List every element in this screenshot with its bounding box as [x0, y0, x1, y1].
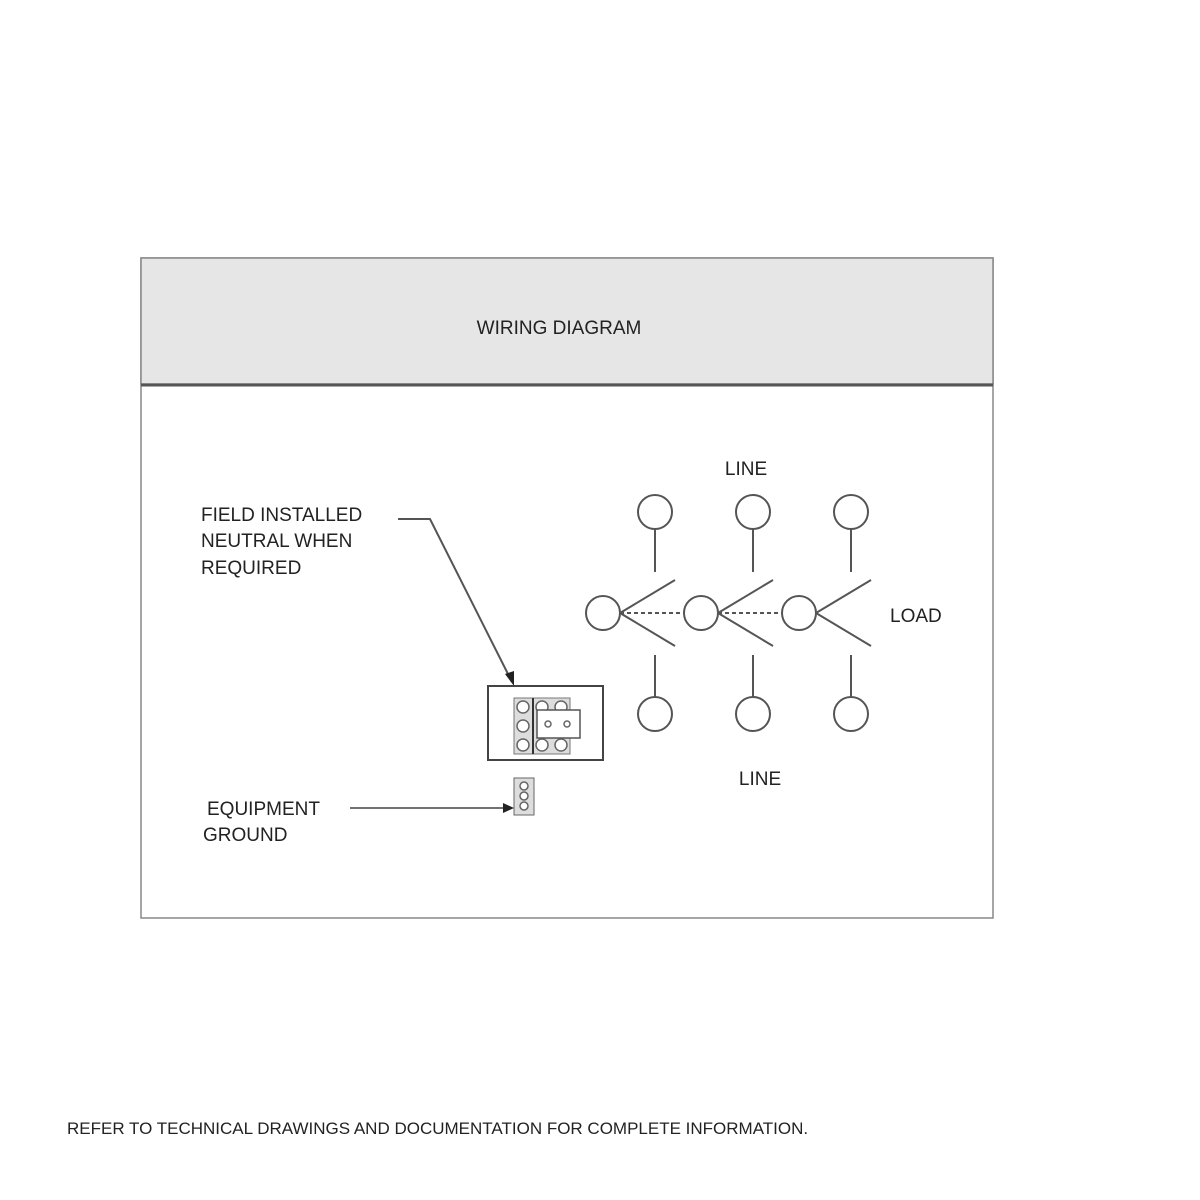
line-terminal-bottom [637, 696, 673, 732]
switch-blade-lower [619, 612, 676, 647]
switch-blade-upper [717, 579, 774, 614]
line-bottom-label: LINE [739, 769, 781, 790]
ground-arrowhead [503, 803, 514, 813]
ground-label-2: GROUND [203, 825, 287, 846]
switch-blade-upper [815, 579, 872, 614]
line-terminal-bottom [735, 696, 771, 732]
diagram-title: WIRING DIAGRAM [477, 318, 642, 339]
neutral-label-1: FIELD INSTALLED [201, 505, 362, 526]
neutral-label-3: REQUIRED [201, 558, 301, 579]
line-top-label: LINE [725, 459, 767, 480]
neutral-arrowhead [505, 671, 514, 686]
terminal-screw [516, 719, 530, 733]
ground-label-1: EQUIPMENT [207, 799, 320, 820]
header-band [140, 257, 994, 385]
diagram-frame: WIRING DIAGRAM [140, 257, 994, 919]
terminal-screw [516, 700, 530, 714]
terminal-screw [516, 738, 530, 752]
neutral-terminal-block [487, 685, 604, 761]
footer-note: REFER TO TECHNICAL DRAWINGS AND DOCUMENT… [67, 1119, 808, 1138]
neutral-leader-arrow [398, 518, 513, 683]
switch-blade-lower [717, 612, 774, 647]
load-label: LOAD [890, 606, 942, 627]
terminal-screw [535, 738, 549, 752]
switch-blade-upper [619, 579, 676, 614]
switch-blade-lower [815, 612, 872, 647]
switch-poles [585, 494, 872, 732]
line-terminal-bottom [833, 696, 869, 732]
terminal-screw [554, 738, 568, 752]
neutral-label-2: NEUTRAL WHEN [201, 531, 352, 552]
ground-terminal [513, 777, 535, 816]
